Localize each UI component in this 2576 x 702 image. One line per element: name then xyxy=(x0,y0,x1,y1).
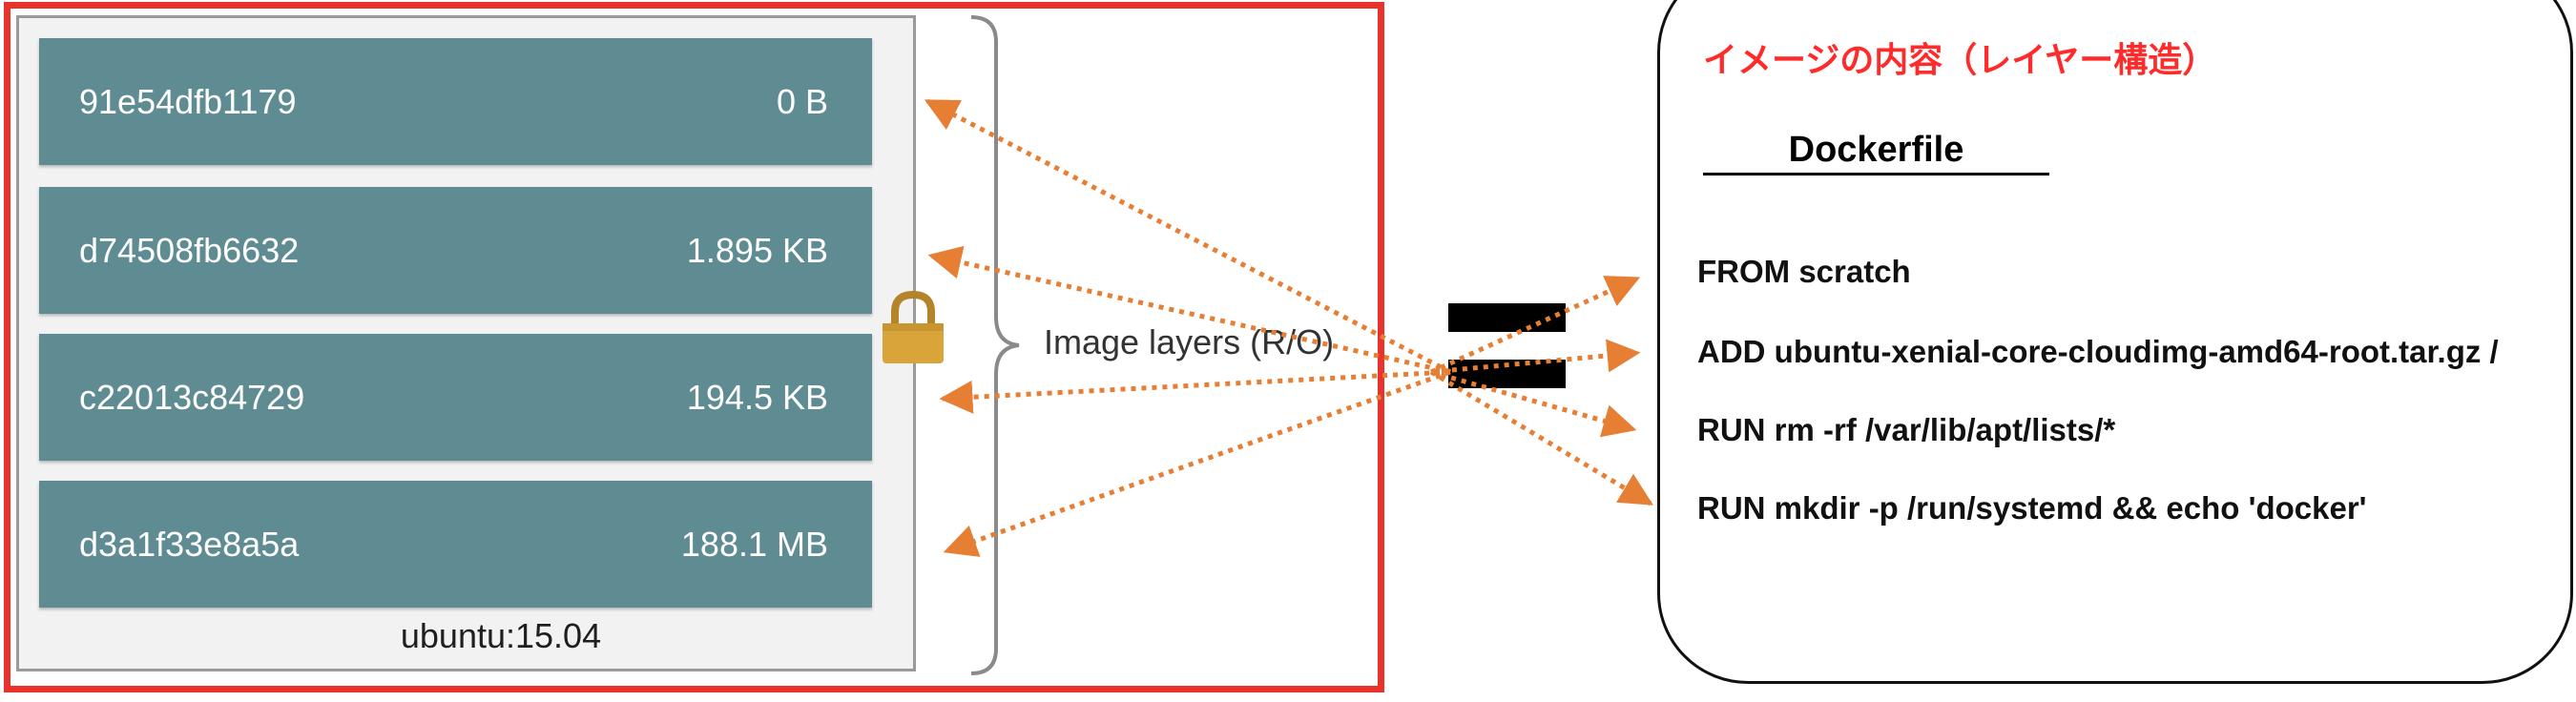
dockerfile-title: イメージの内容（レイヤー構造） xyxy=(1703,41,2217,80)
image-container: 91e54dfb1179 0 B d74508fb6632 1.895 KB c… xyxy=(16,15,916,671)
layer-size: 0 B xyxy=(776,82,828,121)
arrow xyxy=(1430,339,1641,375)
dockerfile-command: FROM scratch xyxy=(1697,254,1911,289)
layer-id: d3a1f33e8a5a xyxy=(79,525,300,564)
arrow xyxy=(939,369,1451,414)
arrow xyxy=(1429,369,1654,506)
layer-size: 188.1 MB xyxy=(680,525,828,564)
layer-size: 194.5 KB xyxy=(686,378,828,417)
layer-size: 1.895 KB xyxy=(686,231,828,270)
highlight-frame xyxy=(4,2,1384,692)
dockerfile-heading: Dockerfile xyxy=(1703,130,2049,176)
layer-id: d74508fb6632 xyxy=(79,231,300,270)
lock-icon xyxy=(883,291,944,363)
layer-id: 91e54dfb1179 xyxy=(79,82,297,121)
dockerfile-command: ADD ubuntu-xenial-core-cloudimg-amd64-ro… xyxy=(1697,334,2499,369)
layer-box: d3a1f33e8a5a 188.1 MB xyxy=(39,481,872,608)
layer-id: c22013c84729 xyxy=(79,378,305,417)
dockerfile-command: RUN rm -rf /var/lib/apt/lists/* xyxy=(1697,412,2116,447)
layer-box: 91e54dfb1179 0 B xyxy=(39,38,872,165)
image-name: ubuntu:15.04 xyxy=(400,616,602,655)
arrow xyxy=(1430,369,1637,438)
layers-label: Image layers (R/O) xyxy=(1044,322,1335,361)
arrow xyxy=(1429,276,1641,375)
layer-box: c22013c84729 194.5 KB xyxy=(39,334,872,461)
brace-icon xyxy=(970,15,1020,675)
dockerfile-command: RUN mkdir -p /run/systemd && echo 'docke… xyxy=(1697,490,2367,526)
dockerfile-box xyxy=(1657,0,2573,684)
arrow xyxy=(927,245,1451,375)
arrow xyxy=(943,369,1451,557)
layer-box: d74508fb6632 1.895 KB xyxy=(39,187,872,314)
arrow xyxy=(924,98,1452,375)
